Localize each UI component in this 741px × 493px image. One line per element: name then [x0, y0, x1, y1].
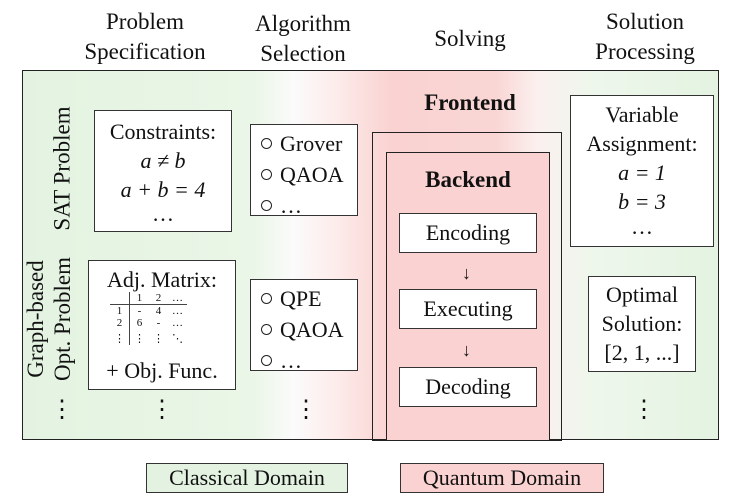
optimal-solution-box: Optimal Solution: [2, 1, ...] — [588, 276, 696, 372]
problem-vdots: ⋮ — [150, 397, 174, 423]
radio-circle-icon — [261, 200, 272, 212]
matrix-cell: 2 — [149, 292, 168, 305]
algorithm-list-graph: QPE QAOA … — [250, 279, 358, 373]
step-executing: Executing — [399, 289, 537, 329]
row-label-text: SAT Problem — [49, 106, 75, 231]
step-decoding: Decoding — [399, 367, 537, 407]
constraint-line: a ≠ b — [140, 148, 186, 173]
backend-label: Backend — [425, 167, 511, 192]
constraint-line: a + b = 4 — [120, 177, 206, 202]
algorithm-option[interactable]: QAOA — [261, 314, 357, 345]
header-line: Problem — [106, 9, 184, 34]
header-algorithm-selection: Algorithm Selection — [228, 9, 378, 69]
header-line: Specification — [84, 39, 206, 64]
matrix-cell: … — [172, 305, 183, 317]
algorithm-label: QPE — [280, 286, 322, 311]
arrow-down-icon: ↓ — [462, 340, 471, 360]
optimal-solution-title: Solution: — [601, 311, 683, 336]
row-label-text: Opt. Problem — [50, 257, 75, 381]
header-problem-specification: Problem Specification — [60, 7, 230, 67]
algorithm-option[interactable]: Grover — [261, 128, 357, 159]
step-encoding: Encoding — [399, 213, 537, 253]
header-solving: Solving — [395, 24, 545, 54]
algorithm-list-sat: Grover QAOA … — [250, 124, 358, 218]
matrix-cell: - — [156, 317, 161, 329]
radio-circle-icon — [261, 324, 272, 336]
header-line: Processing — [595, 39, 695, 64]
frontend-label: Frontend — [424, 90, 516, 115]
algorithm-option[interactable]: … — [261, 345, 357, 376]
row-label-graph-based: Graph-based Opt. Problem — [22, 244, 76, 394]
algorithm-label: QAOA — [280, 317, 344, 342]
algorithm-label: Grover — [280, 131, 343, 156]
variable-assignment-title: Variable — [605, 102, 679, 127]
algorithm-vdots: ⋮ — [294, 397, 318, 423]
optimal-solution-title: Optimal — [605, 282, 679, 307]
matrix-cell: ⋮ — [110, 329, 130, 345]
solution-vdots: ⋮ — [632, 397, 656, 423]
legend-label: Quantum Domain — [422, 465, 582, 490]
variable-assignment-title: Assignment: — [586, 131, 698, 156]
matrix-cell: 4 — [155, 305, 162, 317]
matrix-cell: 1 — [110, 304, 130, 317]
matrix-cell: 6 — [136, 317, 143, 329]
matrix-cell: ⋱ — [172, 333, 183, 345]
matrix-cell: 1 — [129, 292, 149, 305]
assignment-ellipsis: … — [631, 214, 653, 239]
matrix-cell: … — [168, 292, 187, 305]
row-vdots: ⋮ — [50, 397, 74, 423]
matrix-cell: … — [172, 317, 183, 329]
legend-quantum-domain: Quantum Domain — [400, 463, 604, 493]
header-line: Solution — [606, 9, 684, 34]
legend-classical-domain: Classical Domain — [146, 463, 348, 493]
algorithm-option[interactable]: QPE — [261, 283, 357, 314]
matrix-cell: ⋮ — [153, 333, 164, 345]
row-label-text: Graph-based — [23, 260, 48, 378]
variable-assignment-box: Variable Assignment: a = 1 b = 3 … — [570, 95, 714, 247]
algorithm-option[interactable]: … — [261, 190, 357, 221]
matrix-cell — [110, 292, 130, 305]
row-label-sat-problem: SAT Problem — [49, 99, 76, 239]
constraints-box: Constraints: a ≠ b a + b = 4 … — [94, 110, 232, 232]
header-line: Solving — [434, 26, 506, 51]
adjacency-matrix-box: Adj. Matrix: + Obj. Func. — [88, 260, 236, 390]
constraint-ellipsis: … — [152, 201, 174, 226]
algorithm-label: … — [280, 348, 302, 373]
radio-circle-icon — [261, 138, 272, 150]
algorithm-label: QAOA — [280, 162, 344, 187]
radio-circle-icon — [261, 355, 272, 367]
objective-function-label: + Obj. Func. — [106, 358, 218, 383]
algorithm-option[interactable]: QAOA — [261, 159, 357, 190]
legend-label: Classical Domain — [169, 465, 325, 490]
radio-circle-icon — [261, 293, 272, 305]
algorithm-label: … — [280, 193, 302, 218]
matrix-cell: - — [137, 305, 142, 317]
header-line: Selection — [260, 41, 346, 66]
assignment-line: a = 1 — [618, 160, 666, 185]
constraints-title: Constraints: — [109, 119, 217, 144]
arrow-down-icon: ↓ — [462, 263, 471, 283]
header-line: Algorithm — [255, 11, 351, 36]
assignment-line: b = 3 — [618, 189, 666, 214]
matrix-cell: 2 — [110, 317, 130, 329]
radio-circle-icon — [261, 169, 272, 181]
optimal-solution-value: [2, 1, ...] — [604, 340, 680, 365]
matrix-cell: ⋮ — [134, 333, 145, 345]
header-solution-processing: Solution Processing — [570, 7, 720, 67]
adjacency-title: Adj. Matrix: — [107, 267, 217, 292]
adjacency-matrix: 1 2 … 1 - 4 … 2 6 - … ⋮ ⋮ ⋮ ⋱ — [110, 292, 187, 345]
